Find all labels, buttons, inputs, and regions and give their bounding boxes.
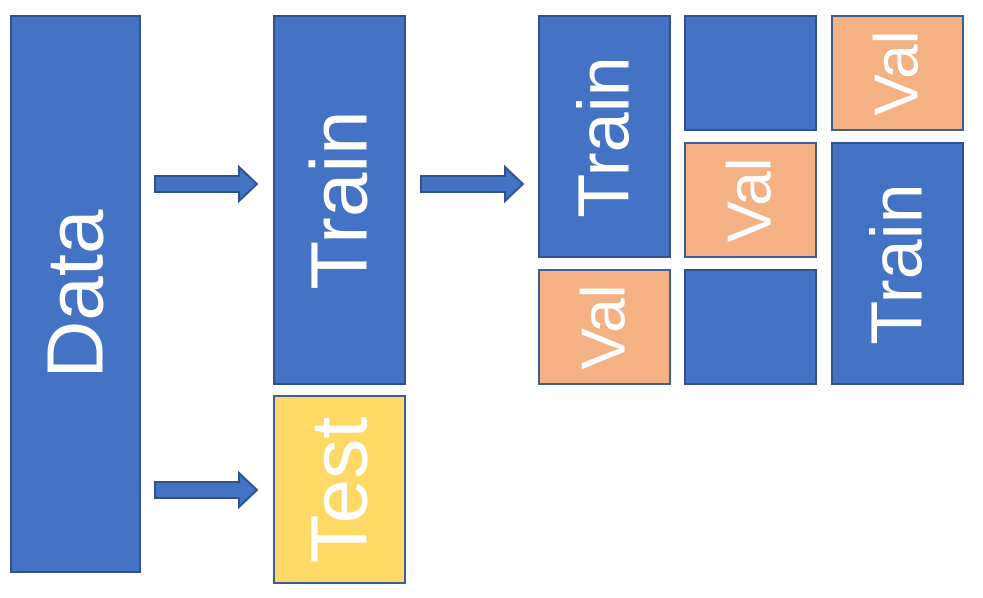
fold1-val-label: Val — [569, 284, 639, 370]
fold3-val-label: Val — [862, 30, 932, 116]
fold1-val-block: Val — [538, 269, 671, 385]
arrow-data-to-test-icon — [154, 470, 259, 510]
train-block: Train — [273, 15, 406, 385]
fold2-val-block: Val — [684, 142, 817, 258]
test-block: Test — [273, 395, 406, 584]
fold2-train-bottom-block — [684, 269, 817, 385]
test-label: Test — [294, 416, 384, 563]
fold3-train-label: Train — [857, 182, 938, 345]
fold1-train-label: Train — [564, 55, 645, 218]
arrow-data-to-train-icon — [154, 164, 259, 204]
data-label: Data — [30, 209, 120, 379]
fold1-train-block: Train — [538, 15, 671, 258]
arrow-train-to-folds-icon — [420, 164, 525, 204]
data-block: Data — [10, 15, 141, 573]
fold2-val-label: Val — [715, 157, 785, 243]
train-label: Train — [294, 110, 384, 290]
fold3-train-block: Train — [831, 142, 964, 385]
fold2-train-top-block — [684, 15, 817, 131]
fold3-val-block: Val — [831, 15, 964, 131]
